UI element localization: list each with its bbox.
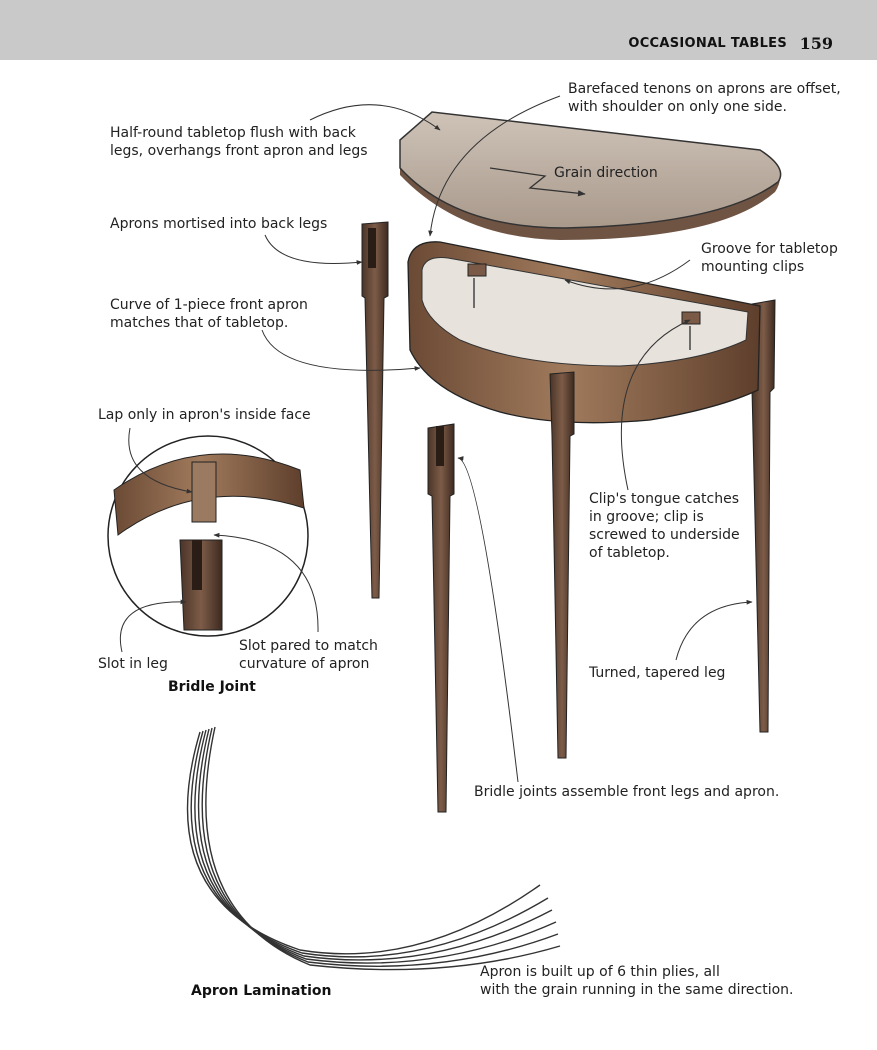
bridle-joint-detail (107, 435, 309, 637)
tabletop-clip-icon (467, 263, 487, 277)
front-loose-leg (427, 423, 455, 813)
grain-arrow-icon (489, 167, 586, 197)
tabletop-label: Half-round tabletop flush with back legs… (110, 125, 368, 159)
front-center-leg (549, 371, 575, 759)
aprons-mortised-label: Aprons mortised into back legs (110, 216, 328, 232)
bridle-assemble-label: Bridle joints assemble front legs and ap… (474, 784, 780, 800)
tenons-label: Barefaced tenons on aprons are offset, w… (568, 81, 841, 115)
page-number: 159 (799, 34, 833, 53)
slot-pared-label: Slot pared to match curvature of apron (239, 638, 378, 672)
curve-label: Curve of 1-piece front apron matches tha… (110, 297, 308, 331)
leader-lines (120, 95, 753, 783)
grain-direction-label: Grain direction (554, 165, 658, 181)
lap-label: Lap only in apron's inside face (98, 407, 311, 423)
clip-label: Clip's tongue catches in groove; clip is… (589, 491, 740, 561)
curved-apron (407, 241, 761, 424)
groove-label: Groove for tabletop mounting clips (701, 241, 838, 275)
back-right-leg (751, 299, 776, 733)
tabletop (399, 111, 782, 240)
page-header: OCCASIONAL TABLES 159 (0, 0, 877, 60)
apron-lamination-plies (186, 726, 561, 971)
plies-label: Apron is built up of 6 thin plies, all w… (480, 964, 794, 998)
section-title: OCCASIONAL TABLES (628, 36, 787, 51)
slot-in-leg-label: Slot in leg (98, 656, 168, 672)
turned-leg-label: Turned, tapered leg (589, 665, 726, 681)
bridle-joint-caption: Bridle Joint (168, 679, 256, 695)
apron-lamination-caption: Apron Lamination (191, 983, 332, 999)
back-left-leg (361, 221, 389, 599)
